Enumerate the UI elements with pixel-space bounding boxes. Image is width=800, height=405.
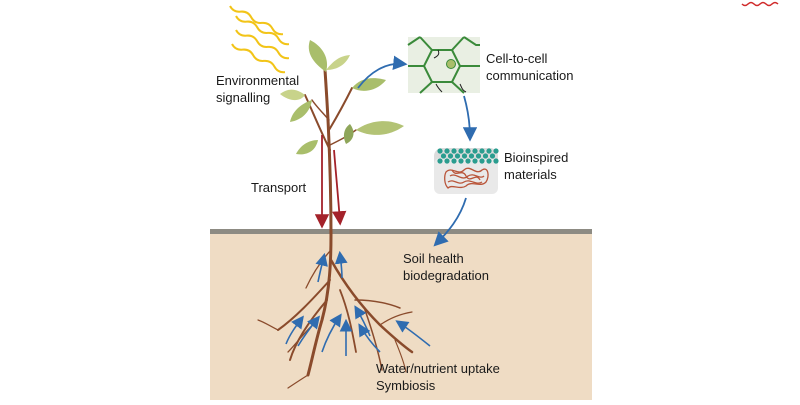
label-line: Transport	[251, 180, 307, 195]
transport-arrows	[314, 135, 347, 229]
leaf	[296, 140, 318, 155]
uptake-arrows	[285, 250, 431, 356]
leaf	[352, 78, 386, 91]
label-line: Cell-to-cell	[486, 51, 548, 66]
flow-arrows	[357, 55, 478, 247]
label-line: Symbiosis	[376, 378, 436, 393]
ground-line	[210, 229, 592, 234]
corner-mark	[741, 1, 779, 7]
label-soil-health: Soil health biodegradation	[403, 250, 489, 284]
label-water-uptake: Water/nutrient uptake Symbiosis	[376, 360, 500, 394]
plant-roots	[257, 232, 414, 389]
label-transport: Transport	[251, 179, 306, 196]
soil-area	[210, 232, 592, 400]
leaf	[280, 89, 305, 101]
label-line: materials	[504, 167, 557, 182]
leaf	[308, 40, 328, 72]
label-line: signalling	[216, 90, 271, 105]
leaf	[326, 55, 350, 70]
label-cell-to-cell: Cell-to-cell communication	[486, 50, 573, 84]
plant-leaves	[280, 40, 404, 155]
label-line: Bioinspired	[504, 150, 569, 165]
label-bioinspired-materials: Bioinspired materials	[504, 149, 568, 183]
label-environmental-signalling: Environmental signalling	[216, 72, 299, 106]
leaf	[356, 121, 404, 135]
plant-cell-grid-icon	[407, 36, 480, 94]
leaf	[290, 100, 312, 122]
label-line: communication	[486, 68, 574, 83]
label-line: Water/nutrient uptake	[376, 361, 500, 376]
label-line: Environmental	[216, 73, 300, 88]
bioinspired-material-icon	[434, 148, 499, 194]
sun-rays-icon	[229, 5, 290, 74]
label-line: Soil health	[403, 251, 464, 266]
label-line: biodegradation	[403, 268, 490, 283]
plant-stem	[304, 68, 357, 237]
leaf	[343, 124, 354, 144]
